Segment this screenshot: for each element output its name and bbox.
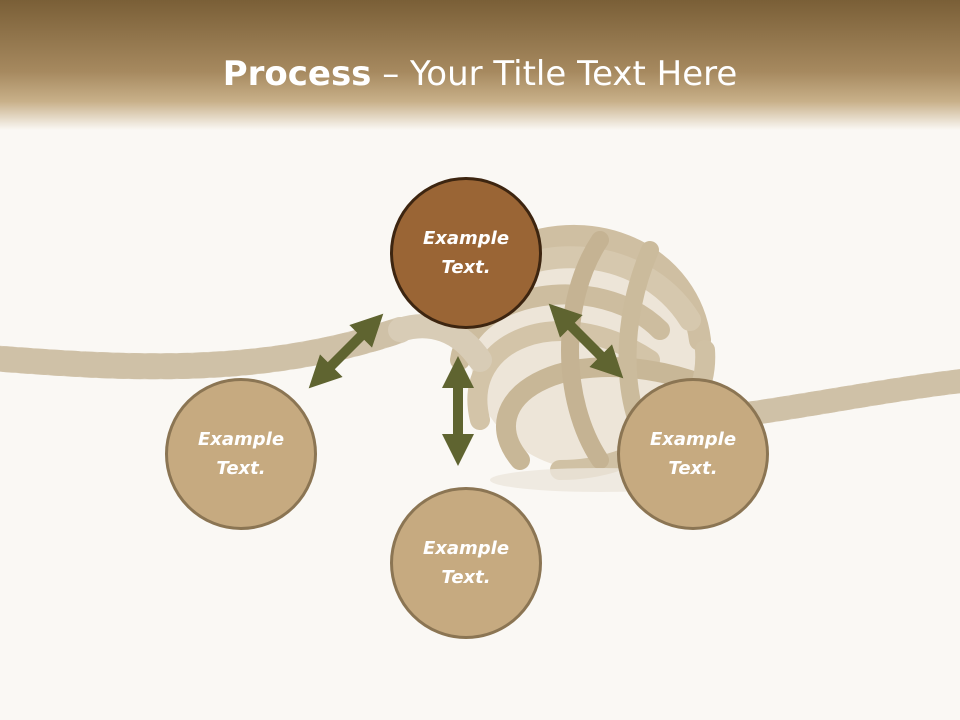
arrow-top-right: [548, 303, 624, 379]
node-bottom-label-line1: Example: [422, 538, 510, 559]
node-right-label-line2: Text.: [668, 458, 718, 479]
node-bottom-label-line2: Text.: [441, 567, 491, 588]
node-bottom-label: Example Text.: [411, 534, 521, 592]
node-left: Example Text.: [165, 378, 317, 530]
header-band: [0, 0, 960, 130]
node-left-label: Example Text.: [186, 425, 296, 483]
node-top-label-line1: Example: [422, 228, 510, 249]
node-top-label-line2: Text.: [441, 257, 491, 278]
node-left-label-line1: Example: [197, 429, 285, 450]
node-top: Example Text.: [390, 177, 542, 329]
node-bottom: Example Text.: [390, 487, 542, 639]
slide-title: Process – Your Title Text Here: [0, 52, 960, 96]
title-rest: – Your Title Text Here: [371, 54, 738, 94]
node-left-label-line2: Text.: [216, 458, 266, 479]
node-top-label: Example Text.: [411, 224, 521, 282]
node-right-label-line1: Example: [649, 429, 737, 450]
arrow-top-left: [308, 313, 384, 389]
node-right: Example Text.: [617, 378, 769, 530]
node-right-label: Example Text.: [638, 425, 748, 483]
title-bold: Process: [222, 54, 372, 94]
